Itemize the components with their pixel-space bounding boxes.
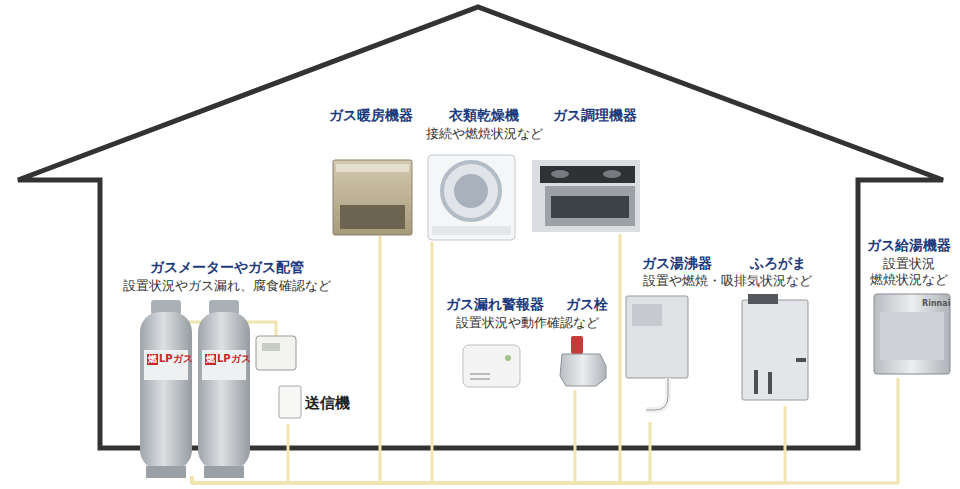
- alarm-vents: [470, 374, 490, 379]
- node-caption: 設置状況やガス漏れ、腐食確認など: [114, 278, 340, 294]
- cylinder-foot: [146, 466, 186, 478]
- gas-pipe: [192, 390, 575, 483]
- burner: [551, 170, 569, 178]
- oven-window: [551, 196, 629, 218]
- transmitter-box: [279, 386, 301, 418]
- alarm-lamp: [505, 355, 511, 361]
- check-caption: 設置や燃焼・吸排気状況など: [643, 274, 812, 289]
- hob: [540, 166, 635, 183]
- heater-hose: [646, 378, 668, 410]
- meter-window: [262, 343, 280, 351]
- cylinder-body: [140, 312, 192, 470]
- dryer-controls: [432, 226, 511, 235]
- node-heading: ガス漏れ警報器: [440, 295, 550, 313]
- cylinder-brand: LPガス: [159, 353, 193, 365]
- node-caption: 接続や燃焼状況など: [424, 126, 545, 142]
- dryer-body: [428, 155, 515, 240]
- node-heading: ガス調理機器: [546, 106, 644, 124]
- lp-gas-cylinder: [140, 300, 192, 478]
- node-heading: 衣類乾燥機: [424, 106, 545, 124]
- meter-node: ガスメーターやガス配管設置状況やガス漏れ、腐食確認など: [114, 258, 340, 476]
- gas-pipe: [192, 378, 898, 483]
- alarm-body: [463, 345, 520, 387]
- alarm-node: ガス漏れ警報器: [440, 295, 550, 391]
- heater-node: ガス暖房機器: [322, 106, 420, 236]
- boiler-pipes: [756, 360, 806, 394]
- gas-leak-alarm: [463, 345, 520, 387]
- node-heading: ガスメーターやガス配管: [114, 258, 340, 276]
- transmitter-node: 送信機: [276, 384, 368, 424]
- heater-face: [632, 304, 662, 326]
- boiler-box: [742, 300, 808, 400]
- boiler-top: [748, 294, 778, 304]
- cylinder-body: [198, 312, 250, 470]
- gas-cock-node: ガス栓: [556, 295, 618, 390]
- instant-water-heater: [626, 296, 688, 410]
- node-heading: ガス湯沸器: [642, 254, 724, 272]
- check-caption: 設置状況や動作確認など: [456, 316, 599, 331]
- burner: [603, 170, 621, 178]
- gas-cock: [560, 336, 606, 386]
- bath-boiler: [742, 294, 808, 400]
- gas-cooktop: [532, 160, 640, 232]
- heater-hose-edge: [646, 378, 668, 410]
- heater-body: [333, 160, 412, 235]
- meter-body: [256, 336, 296, 370]
- gas-heater: [333, 160, 412, 235]
- cylinder-mark: 燃: [147, 354, 158, 365]
- node-heading: 送信機: [305, 393, 368, 413]
- heater-panel: [336, 164, 409, 172]
- unit-body: [874, 294, 950, 374]
- node-heading: ガス暖房機器: [322, 106, 420, 124]
- brand-logo: Rinnai: [922, 299, 950, 309]
- unit-panel: [880, 312, 944, 360]
- gas-meter: [256, 336, 296, 370]
- heater-grille: [340, 205, 405, 229]
- node-caption: 設置状況 燃焼状況など: [866, 256, 952, 288]
- cylinder-foot: [204, 466, 244, 478]
- cooktop-node: ガス調理機器: [546, 106, 644, 234]
- cock-lever: [571, 336, 583, 354]
- dryer-window: [454, 174, 488, 208]
- dryer-node: 衣類乾燥機接続や燃焼状況など: [424, 106, 545, 242]
- gas-pipe: [192, 424, 288, 483]
- cylinder-mark: 燃: [205, 354, 216, 365]
- gas-pipe: [192, 406, 785, 483]
- counter: [532, 160, 640, 232]
- oven-front: [545, 186, 635, 226]
- outdoor-water-heater: [874, 294, 950, 374]
- cylinder-brand: LPガス: [217, 353, 251, 365]
- clothes-dryer: [428, 155, 515, 240]
- heater-box: [626, 296, 688, 378]
- node-heading: ふろがま: [738, 254, 818, 272]
- lp-gas-cylinder: [198, 300, 250, 478]
- cock-body: [560, 354, 606, 386]
- dryer-door: [442, 162, 500, 220]
- node-heading: ガス栓: [556, 295, 618, 313]
- gas-pipe: [192, 422, 650, 483]
- node-heading: ガス給湯機器: [862, 236, 956, 254]
